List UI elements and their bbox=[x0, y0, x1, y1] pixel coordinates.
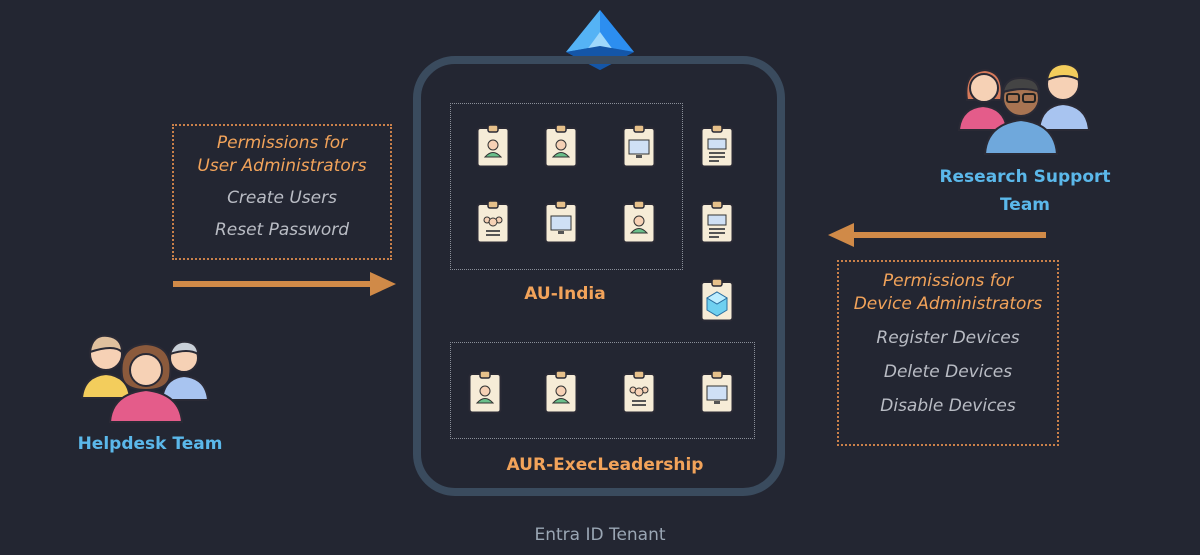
document-card-icon bbox=[700, 124, 734, 168]
user-card-icon bbox=[622, 200, 656, 244]
helpdesk-people-icon bbox=[80, 334, 210, 423]
au-india-label: AU-India bbox=[524, 284, 606, 304]
user-card-icon bbox=[544, 370, 578, 414]
monitor-card-icon bbox=[700, 370, 734, 414]
device-cube-card-icon bbox=[700, 278, 734, 322]
permission-create-users: Create Users bbox=[227, 188, 337, 208]
user-group-card-icon bbox=[622, 370, 656, 414]
permissions-title-line1: Permissions for bbox=[216, 133, 348, 153]
monitor-card-icon bbox=[622, 124, 656, 168]
permissions-title-line2: User Administrators bbox=[197, 156, 367, 176]
aur-exec-label: AUR-ExecLeadership bbox=[506, 455, 704, 475]
permission-disable-devices: Disable Devices bbox=[880, 396, 1016, 416]
user-card-icon bbox=[468, 370, 502, 414]
tenant-label: Entra ID Tenant bbox=[534, 525, 666, 545]
user-card-icon bbox=[476, 124, 510, 168]
arrow-left-icon bbox=[828, 223, 1046, 247]
permission-reset-password: Reset Password bbox=[214, 220, 350, 240]
permission-delete-devices: Delete Devices bbox=[883, 362, 1013, 382]
arrow-right-icon bbox=[173, 272, 396, 296]
au-india-group bbox=[450, 103, 683, 270]
helpdesk-team-label: Helpdesk Team bbox=[77, 434, 223, 454]
permissions-title-line1: Permissions for bbox=[882, 271, 1014, 291]
research-team-label-line1: Research Support bbox=[939, 167, 1111, 187]
user-group-card-icon bbox=[476, 200, 510, 244]
monitor-card-icon bbox=[544, 200, 578, 244]
document-card-icon bbox=[700, 200, 734, 244]
research-people-icon bbox=[957, 62, 1091, 155]
permission-register-devices: Register Devices bbox=[876, 328, 1020, 348]
research-team-label-line2: Team bbox=[999, 195, 1051, 215]
permissions-title-line2: Device Administrators bbox=[853, 294, 1043, 314]
aur-exec-group bbox=[450, 342, 755, 439]
user-card-icon bbox=[544, 124, 578, 168]
tenant-container bbox=[413, 56, 785, 496]
user-admin-permissions-box: Permissions for User Administrators Crea… bbox=[172, 124, 392, 260]
device-admin-permissions-box: Permissions for Device Administrators Re… bbox=[837, 260, 1059, 446]
